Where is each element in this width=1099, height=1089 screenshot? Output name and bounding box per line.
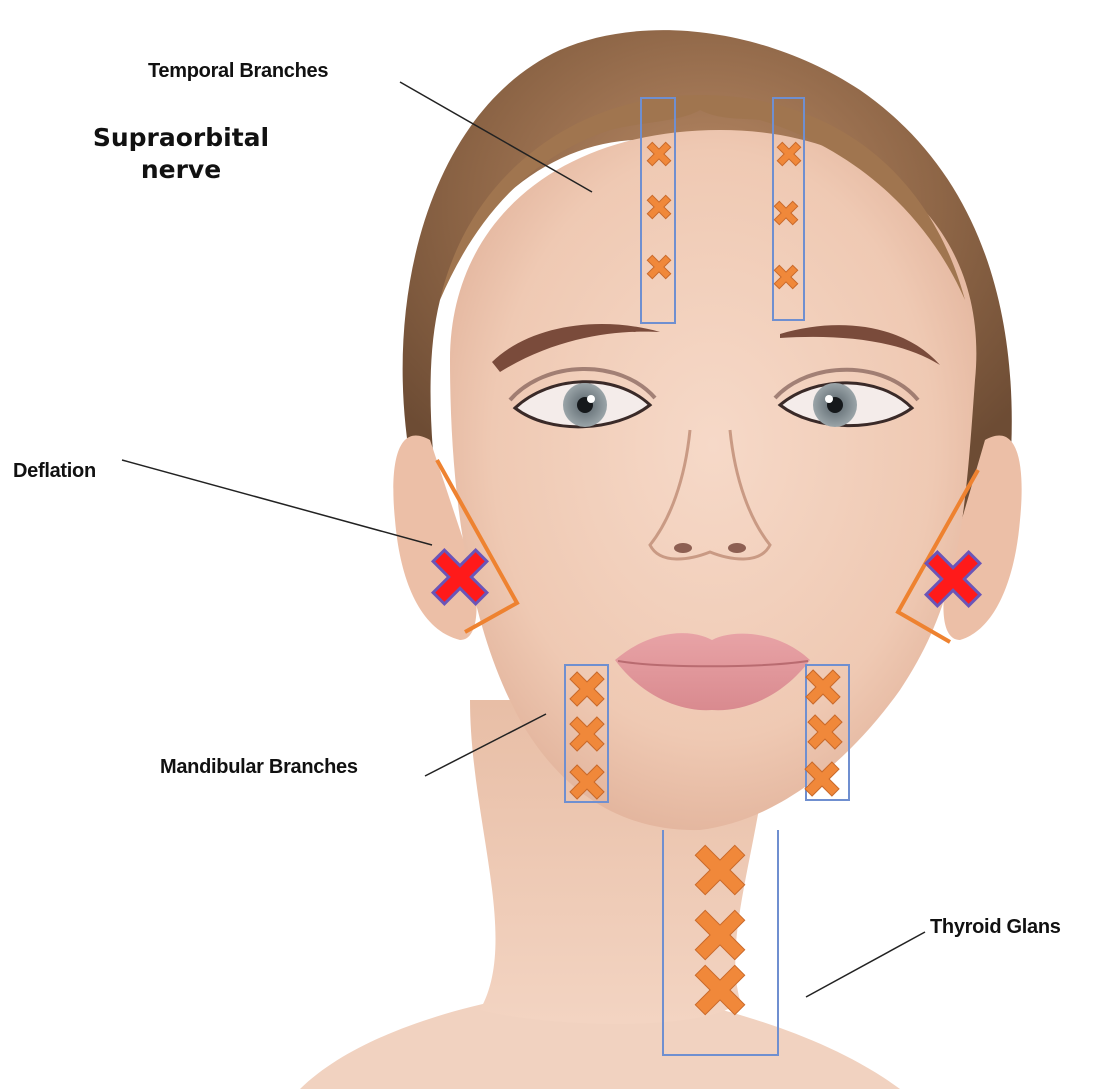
mandibular-branches-label: Mandibular Branches (160, 756, 358, 779)
left-nostril (674, 543, 692, 553)
right-nostril (728, 543, 746, 553)
thyroid-leader-line (806, 932, 925, 997)
deflation-leader-line (122, 460, 432, 545)
supraorbital-label-line1: Supraorbital (90, 122, 272, 154)
supraorbital-label-line2: nerve (90, 154, 272, 186)
temporal-branches-label: Temporal Branches (148, 60, 328, 83)
deflation-label: Deflation (13, 460, 96, 483)
thyroid-glans-label: Thyroid Glans (930, 916, 1061, 939)
face (450, 130, 976, 830)
supraorbital-nerve-label: Supraorbital nerve (90, 122, 272, 186)
